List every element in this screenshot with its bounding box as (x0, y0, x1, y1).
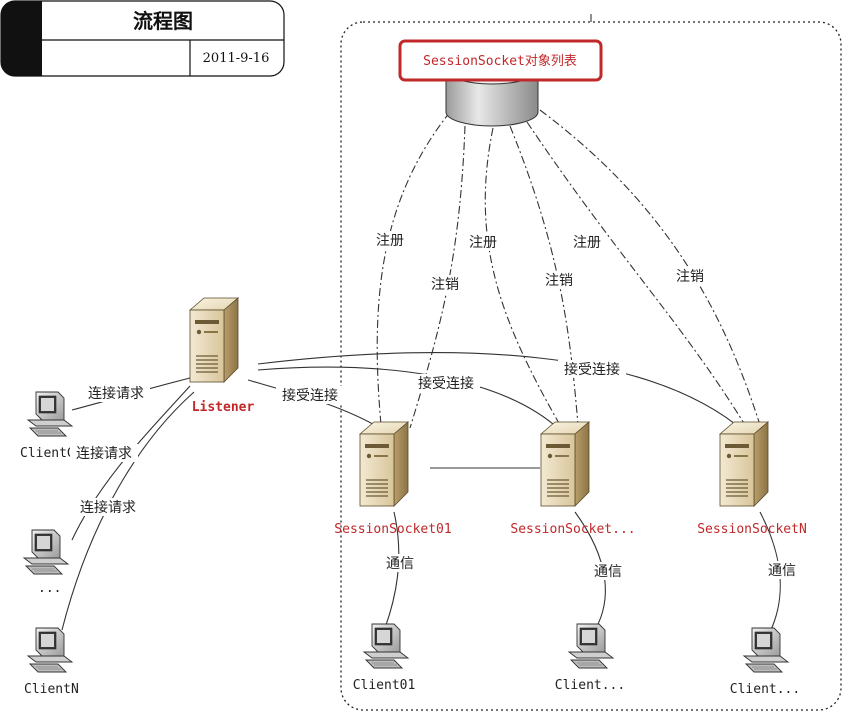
edge-label-communicate: 通信 (386, 556, 414, 572)
edge-label-unregister: 注销 (676, 269, 704, 285)
client-label: Client... (730, 682, 800, 697)
edge-label-register: 注册 (573, 235, 601, 251)
diagram-date: 2011-9-16 (203, 51, 270, 66)
client-bottom-1: Client01 (353, 623, 416, 693)
edge-label-connect-request: 连接请求 (76, 445, 132, 462)
title-block: 流程图 2011-9-16 (0, 0, 285, 77)
client-label: Client... (555, 678, 625, 693)
client-bottom-2: Client... (555, 623, 625, 693)
edge-label-register: 注册 (469, 235, 497, 251)
edge-label-connect-request: 连接请求 (80, 499, 136, 516)
client-left-n: ClientN (24, 627, 79, 697)
session-server-label: SessionSocket... (510, 522, 635, 537)
edge-label-accept: 接受连接 (418, 375, 474, 392)
edge-label-register: 注册 (376, 233, 404, 249)
edge-label-accept: 接受连接 (282, 387, 338, 404)
session-store-label: SessionSocket对象列表 (423, 54, 577, 69)
client-left-1: ClientG (20, 391, 75, 461)
edge-label-communicate: 通信 (768, 563, 796, 579)
edge-label-unregister: 注销 (545, 273, 573, 289)
edge-label-unregister: 注销 (431, 277, 459, 293)
edge-labels: 连接请求 连接请求 连接请求 接受连接 接受连接 接受连接 注册 注册 注册 注… (70, 231, 800, 580)
session-server-1: SessionSocket01 (334, 421, 452, 537)
session-server-label: SessionSocket01 (334, 522, 451, 537)
listener-server: Listener (189, 297, 255, 415)
diagram-title: 流程图 (133, 9, 193, 33)
client-label: Client01 (353, 678, 416, 693)
client-label: ... (38, 581, 61, 596)
server-group-boundary (340, 21, 842, 711)
client-left-2: ... (23, 529, 69, 596)
session-server-2: SessionSocket... (510, 421, 636, 537)
session-server-n: SessionSocketN (697, 421, 807, 537)
edge-label-accept: 接受连接 (564, 361, 620, 378)
client-label: ClientN (24, 682, 79, 697)
client-label: ClientG (20, 446, 75, 461)
edge-label-communicate: 通信 (594, 564, 622, 580)
session-server-label: SessionSocketN (697, 522, 807, 537)
edge-label-connect-request: 连接请求 (88, 385, 144, 402)
listener-label: Listener (192, 400, 255, 415)
session-store-database: SessionSocket对象列表 (398, 39, 603, 127)
client-bottom-3: Client... (730, 627, 800, 697)
